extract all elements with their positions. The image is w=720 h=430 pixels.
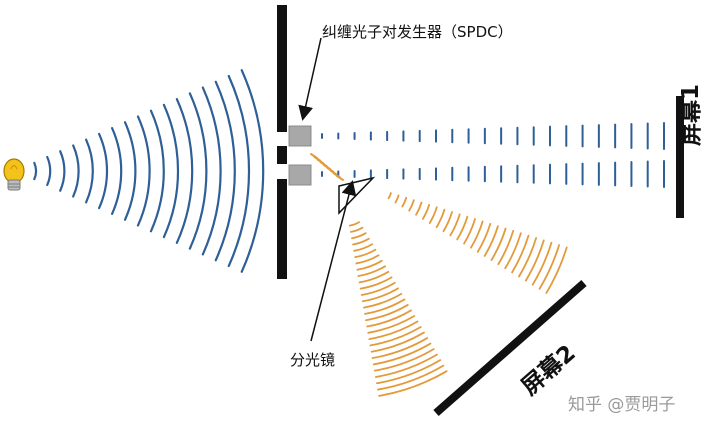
lightbulb-icon [3,158,25,191]
reflected-wavefront [387,192,392,200]
incoming-wavefront [123,121,137,221]
reflected-wavefronts [348,192,568,397]
reflected-wavefront [511,234,530,274]
reflected-wavefront [372,342,432,366]
watermark: 知乎 @贾明子 [568,395,675,415]
reflected-wavefront [428,206,438,224]
incoming-wavefront [136,115,151,227]
reflected-wavefront [538,244,560,290]
reflected-wavefront [348,221,361,227]
light-source [3,158,25,191]
spdc-arrow [298,37,322,121]
reflected-wavefront [353,243,374,252]
reflected-wavefront [376,359,442,385]
reflected-wavefront [354,248,377,259]
spdc-device [288,125,312,186]
reflected-wavefront [363,293,403,309]
reflected-wavefront [470,220,484,249]
incoming-wavefronts [33,69,265,273]
reflected-wavefront [476,222,492,253]
beam-splitter [338,176,376,215]
incoming-wavefront [85,138,94,204]
reflected-wavefront [497,230,515,266]
reflected-wavefront [359,276,393,290]
screen1-wavefronts-bottom [321,160,665,188]
incoming-wavefront [162,103,180,239]
reflected-wavefront [361,287,399,303]
reflected-wavefront [365,304,409,322]
incoming-wavefront [110,127,123,215]
beam-splitter-label: 分光镜 [290,351,335,369]
reflected-wavefront [483,225,499,257]
incoming-wavefront [188,92,208,250]
reflected-wavefront [518,237,538,278]
screen2-label: 屏幕2 [517,340,581,400]
annotation-arrows [298,37,357,342]
incoming-wavefront [97,132,109,210]
reflected-wavefront [368,320,419,341]
reflected-wavefront [367,315,416,334]
reflected-wavefront [371,337,429,359]
screen-2 [433,279,587,417]
idler-photon-dash [336,175,344,181]
reflected-wavefront [352,237,370,246]
reflected-wavefront [364,298,406,315]
reflected-wavefront [370,331,425,353]
reflected-wavefront [545,246,568,294]
reflected-wavefront [456,215,469,241]
reflected-wavefront [374,353,438,378]
incoming-wavefront [46,155,52,187]
incoming-wavefront [149,109,165,233]
reflected-wavefront [366,309,412,328]
reflected-wavefront [401,196,408,208]
reflected-wavefront [377,364,445,391]
screen1-label-group: 屏幕1 [678,84,704,146]
incoming-wavefront [175,98,194,244]
reflected-wavefront [358,270,390,284]
reflected-wavefront [504,232,522,270]
reflected-wavefront [394,194,400,204]
reflected-wavefront [463,218,476,245]
incoming-wavefront [33,161,38,181]
reflected-wavefront [524,239,545,282]
incoming-wavefront [201,86,222,256]
reflected-wavefront [373,348,435,372]
incoming-wavefront [227,74,251,268]
reflected-wavefront [408,199,415,212]
reflected-wavefront [349,226,364,233]
incoming-wavefront [214,80,236,262]
reflected-wavefront [369,326,422,347]
screen1-wavefronts-top [321,122,665,150]
reflected-wavefront [531,241,553,286]
screen1-label: 屏幕1 [678,84,704,146]
reflected-wavefront [435,208,446,229]
reflected-wavefront [356,259,383,271]
incoming-wavefront [72,144,80,198]
reflected-wavefront [378,370,448,397]
screen2-label-group: 屏幕2 [517,340,581,400]
reflected-wavefront [442,211,453,233]
reflected-wavefront [421,204,431,220]
reflected-wavefront [490,227,507,261]
reflected-wavefront [449,213,461,237]
reflected-wavefront [351,232,367,240]
spdc-label: 纠缠光子对发生器（SPDC） [322,23,513,41]
beam-splitter-arrow [310,180,357,342]
reflected-wavefront [415,201,423,216]
incoming-wavefront [240,69,265,273]
idler-photon-path [310,153,344,181]
incoming-wavefront [59,150,66,192]
reflected-wavefront [355,254,380,265]
reflected-wavefront [360,281,396,296]
reflected-wavefront [357,265,386,277]
